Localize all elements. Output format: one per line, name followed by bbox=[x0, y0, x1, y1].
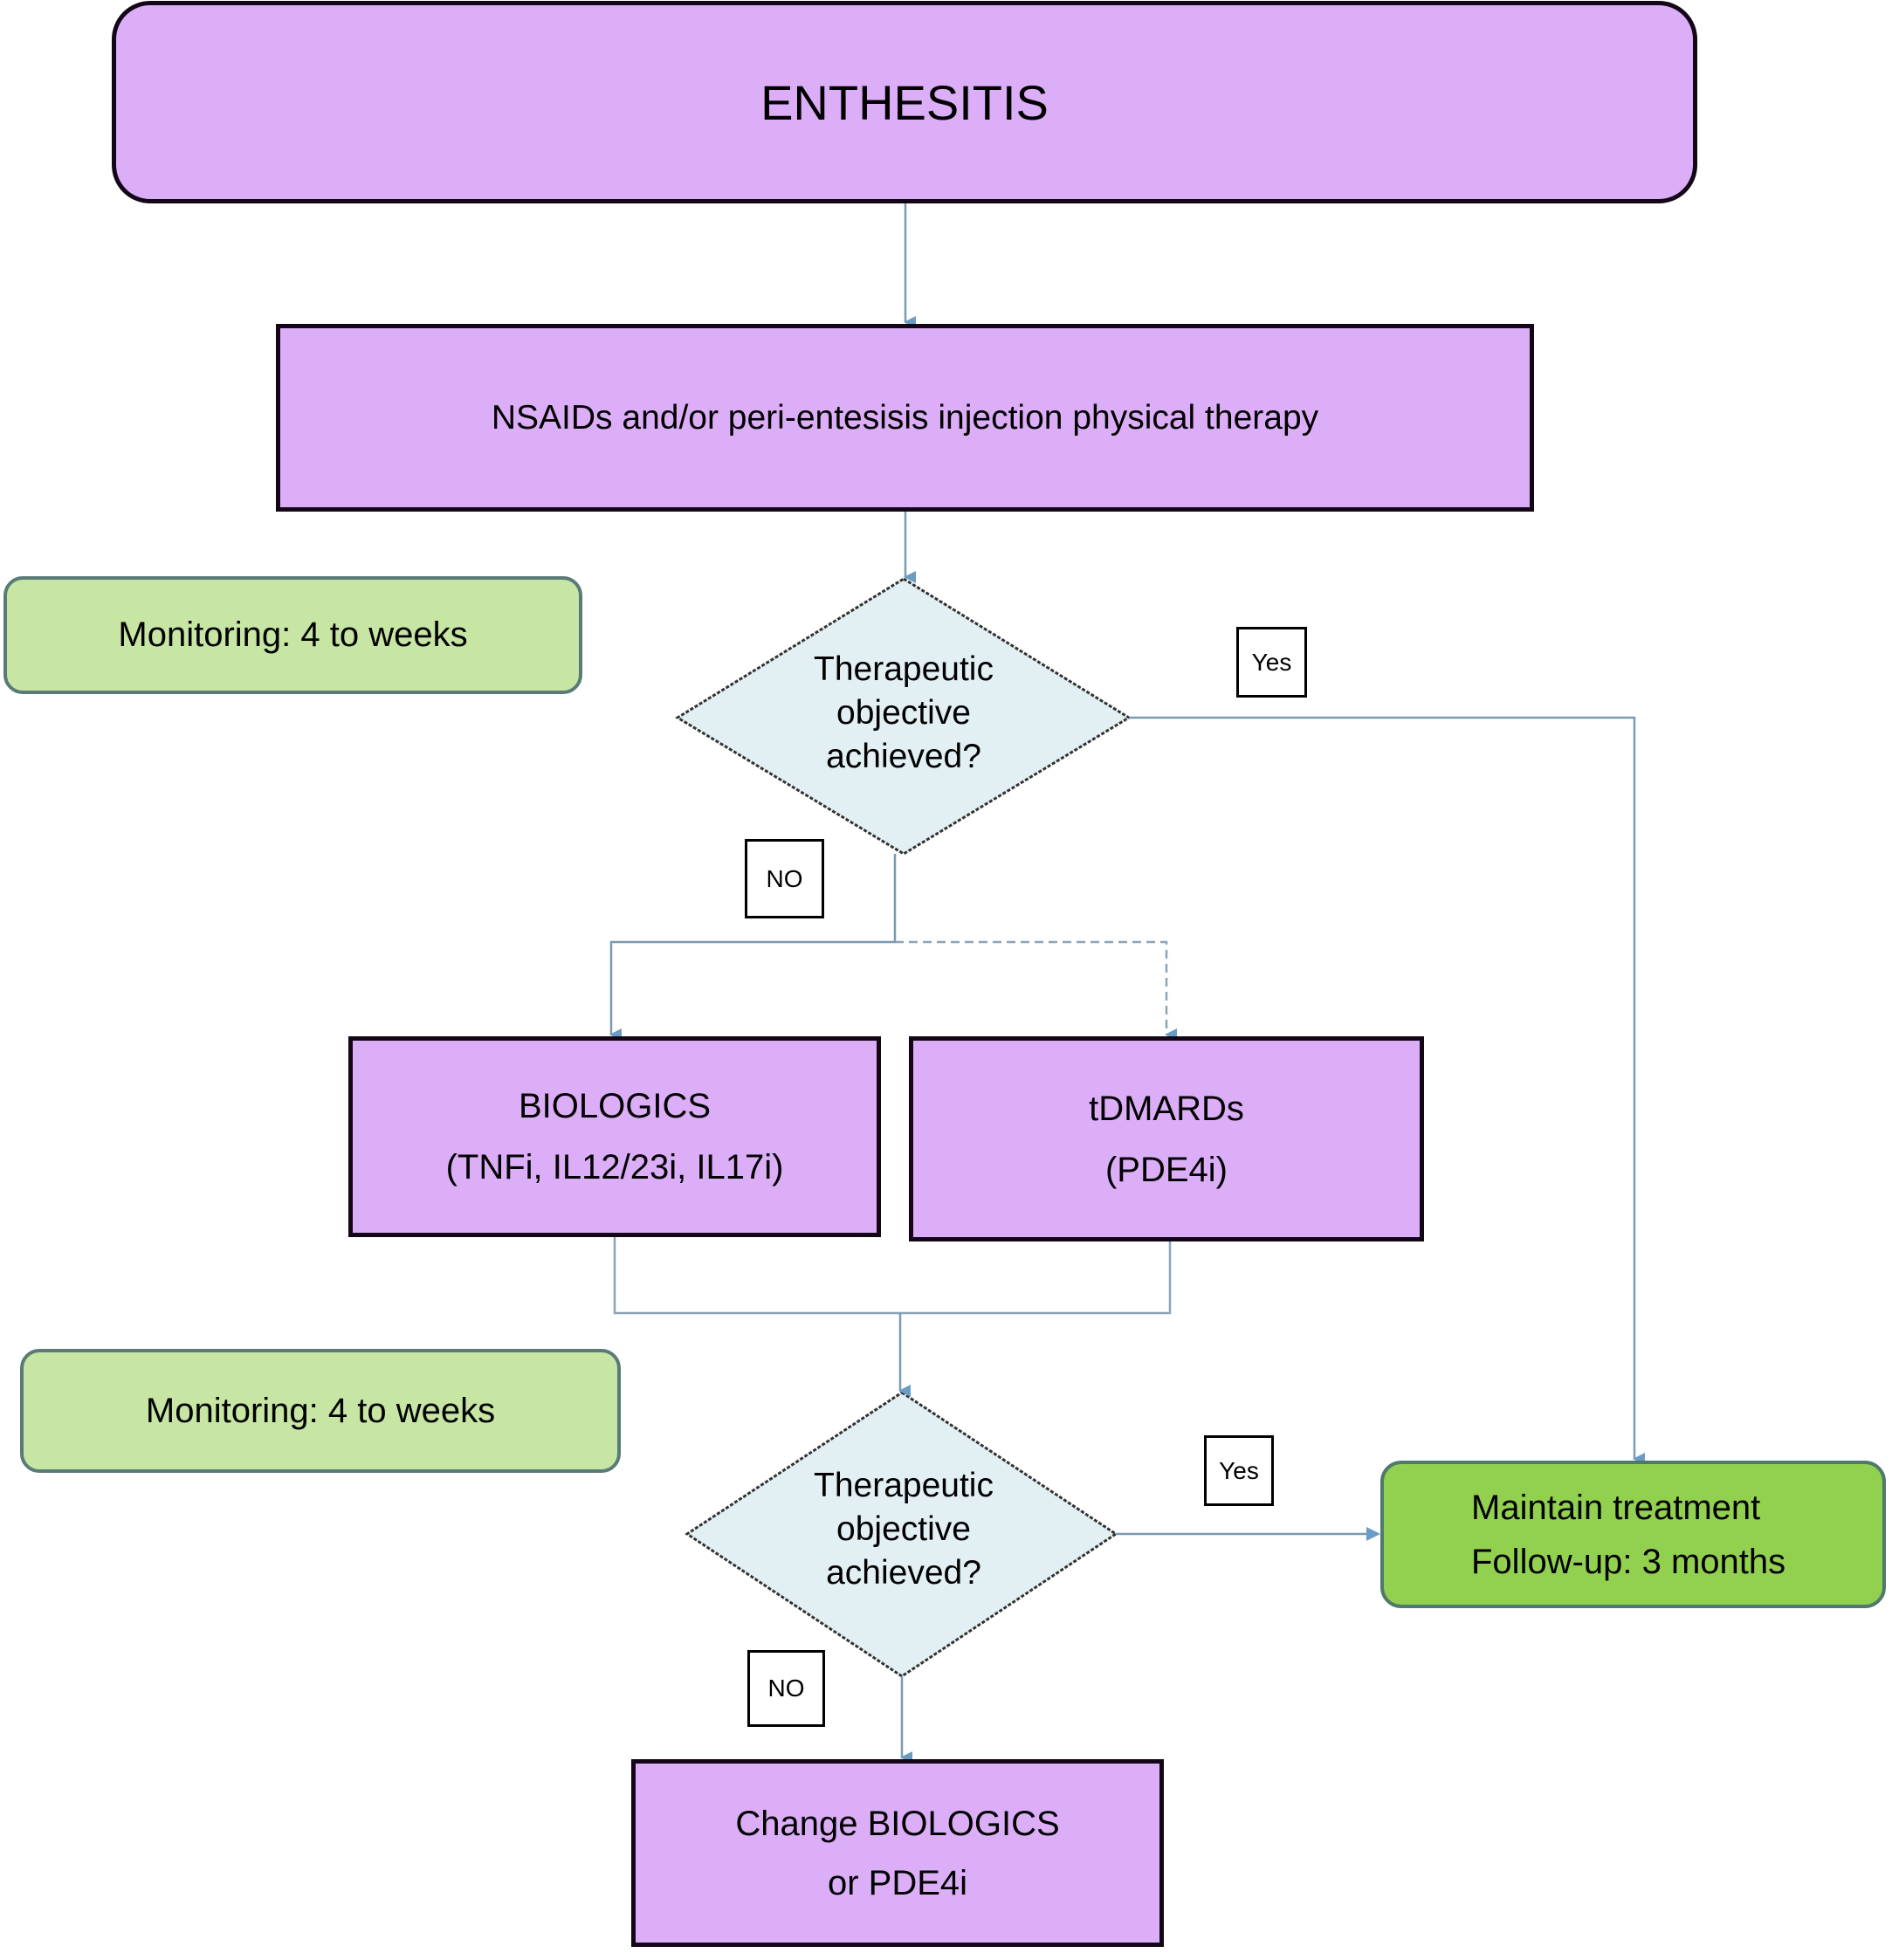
title-text: ENTHESITIS bbox=[760, 74, 1049, 130]
title-node-enthesitis: ENTHESITIS bbox=[112, 1, 1697, 203]
decision-text-2: Therapeutic objective achieved? bbox=[768, 1464, 1039, 1595]
monitoring-node-1: Monitoring: 4 to weeks bbox=[3, 576, 582, 694]
monitoring-node-2: Monitoring: 4 to weeks bbox=[20, 1349, 621, 1473]
biologics-title: BIOLOGICS bbox=[518, 1087, 712, 1125]
decision-1-line: achieved? bbox=[826, 738, 981, 775]
decision-2-line: achieved? bbox=[826, 1554, 981, 1592]
maintain-line-1: Maintain treatment bbox=[1471, 1488, 1761, 1527]
yes-label-1-text: Yes bbox=[1251, 648, 1292, 676]
yes-label-2: Yes bbox=[1204, 1435, 1274, 1506]
tdmards-detail: (PDE4i) bbox=[1104, 1150, 1228, 1189]
maintain-treatment-node: Maintain treatment Follow-up: 3 months bbox=[1380, 1461, 1886, 1608]
connector-merge bbox=[613, 1237, 1172, 1315]
no-label-1-text: NO bbox=[766, 864, 803, 892]
decision-text-1: Therapeutic objective achieved? bbox=[768, 648, 1039, 779]
change-treatment-node: Change BIOLOGICS or PDE4i bbox=[631, 1759, 1164, 1947]
yes-label-2-text: Yes bbox=[1219, 1456, 1259, 1484]
dashed-arrow-to-tdmards bbox=[895, 940, 1177, 1041]
no-label-2-text: NO bbox=[767, 1675, 805, 1702]
decision-2-line: objective bbox=[836, 1510, 971, 1548]
decision-1-line: Therapeutic bbox=[814, 650, 994, 688]
tdmards-title: tDMARDs bbox=[1089, 1089, 1244, 1128]
change-line-2: or PDE4i bbox=[827, 1863, 968, 1902]
no-label-2: NO bbox=[747, 1650, 825, 1727]
decision-diamond-2 bbox=[685, 1391, 1118, 1678]
arrow-to-biologics bbox=[609, 940, 895, 1041]
tdmards-node: tDMARDs (PDE4i) bbox=[909, 1036, 1424, 1241]
biologics-detail: (TNFi, IL12/23i, IL17i) bbox=[445, 1148, 784, 1186]
connector-decision1-yes bbox=[1129, 716, 1645, 1465]
monitoring-text-1: Monitoring: 4 to weeks bbox=[118, 616, 468, 654]
first-line-treatment-text: NSAIDs and/or peri-entesisis injection p… bbox=[491, 398, 1319, 437]
yes-label-1: Yes bbox=[1236, 627, 1307, 698]
maintain-line-2: Follow-up: 3 months bbox=[1471, 1542, 1786, 1581]
decision-1-line: objective bbox=[836, 694, 971, 732]
no-label-1: NO bbox=[745, 839, 824, 918]
decision-diamond-1 bbox=[675, 577, 1132, 856]
decision-2-line: Therapeutic bbox=[814, 1467, 994, 1504]
first-line-treatment-node: NSAIDs and/or peri-entesisis injection p… bbox=[276, 324, 1534, 512]
biologics-node: BIOLOGICS (TNFi, IL12/23i, IL17i) bbox=[348, 1036, 881, 1237]
monitoring-text-2: Monitoring: 4 to weeks bbox=[145, 1391, 496, 1430]
change-line-1: Change BIOLOGICS bbox=[735, 1804, 1060, 1843]
